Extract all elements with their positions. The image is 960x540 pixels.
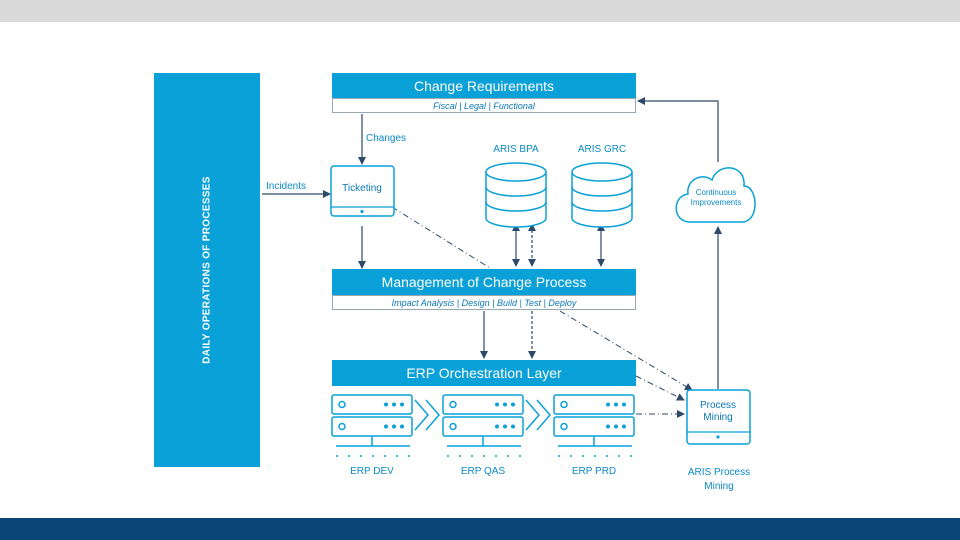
aris-grc-label: ARIS GRC: [577, 144, 627, 155]
bottom-band: [0, 518, 960, 540]
erp-dev-label: ERP DEV: [350, 466, 394, 477]
erp-layer-to-mining-line: [635, 375, 685, 401]
chevron-dev-qas-icon: [414, 399, 440, 431]
process-mining-screen-line2: Mining: [703, 412, 733, 423]
cloud-label: Continuous Improvements: [691, 188, 742, 208]
process-mining-caption: ARIS Process Mining: [688, 466, 750, 494]
cloud-icon: [675, 167, 756, 223]
erp-orchestration-layer: ERP Orchestration Layer: [332, 360, 636, 386]
process-mining-monitor: [686, 389, 751, 445]
changes-label: Changes: [366, 133, 407, 144]
daily-operations-bar: DAILY OPERATIONS OF PROCESSES: [154, 73, 260, 467]
erp-qas-label: ERP QAS: [460, 466, 506, 477]
management-subtitle: Impact Analysis | Design | Build | Test …: [391, 297, 577, 308]
server-erp-qas-icon: [442, 394, 524, 457]
erp-prd-label: ERP PRD: [571, 466, 617, 477]
server-erp-dev-icon: [331, 394, 413, 457]
chevron-qas-prd-icon: [525, 399, 551, 431]
erp-layer-title: ERP Orchestration Layer: [406, 365, 562, 381]
change-requirements-title: Change Requirements: [413, 77, 555, 94]
change-requirements-header: Change Requirements: [332, 73, 636, 98]
cloud-label-line2: Improvements: [690, 198, 742, 207]
ticketing-dashdot-line: [391, 206, 491, 269]
management-subtitle-box: Impact Analysis | Design | Build | Test …: [332, 295, 636, 310]
cloud-label-line1: Continuous: [695, 188, 737, 197]
change-requirements-subtitle: Fiscal | Legal | Functional: [433, 100, 535, 111]
aris-grc-database-icon: [571, 162, 633, 228]
cloud-to-requirements-arrow: [637, 97, 719, 162]
process-mining-screen-text: Process Mining: [700, 400, 736, 424]
ticketing-monitor: [330, 165, 395, 217]
aris-bpa-label: ARIS BPA: [493, 144, 539, 155]
change-requirements-subtitle-box: Fiscal | Legal | Functional: [332, 98, 636, 113]
server-erp-prd-icon: [553, 394, 635, 457]
process-mining-screen-line1: Process: [699, 400, 737, 411]
process-mining-caption-line2: Mining: [704, 481, 734, 492]
ticketing-label: Ticketing: [342, 183, 382, 194]
top-band: [0, 0, 960, 22]
incidents-label: Incidents: [266, 181, 307, 192]
process-mining-caption-line1: ARIS Process: [687, 467, 751, 478]
management-header: Management of Change Process: [332, 269, 636, 295]
management-title: Management of Change Process: [381, 274, 587, 290]
aris-bpa-database-icon: [485, 162, 547, 228]
